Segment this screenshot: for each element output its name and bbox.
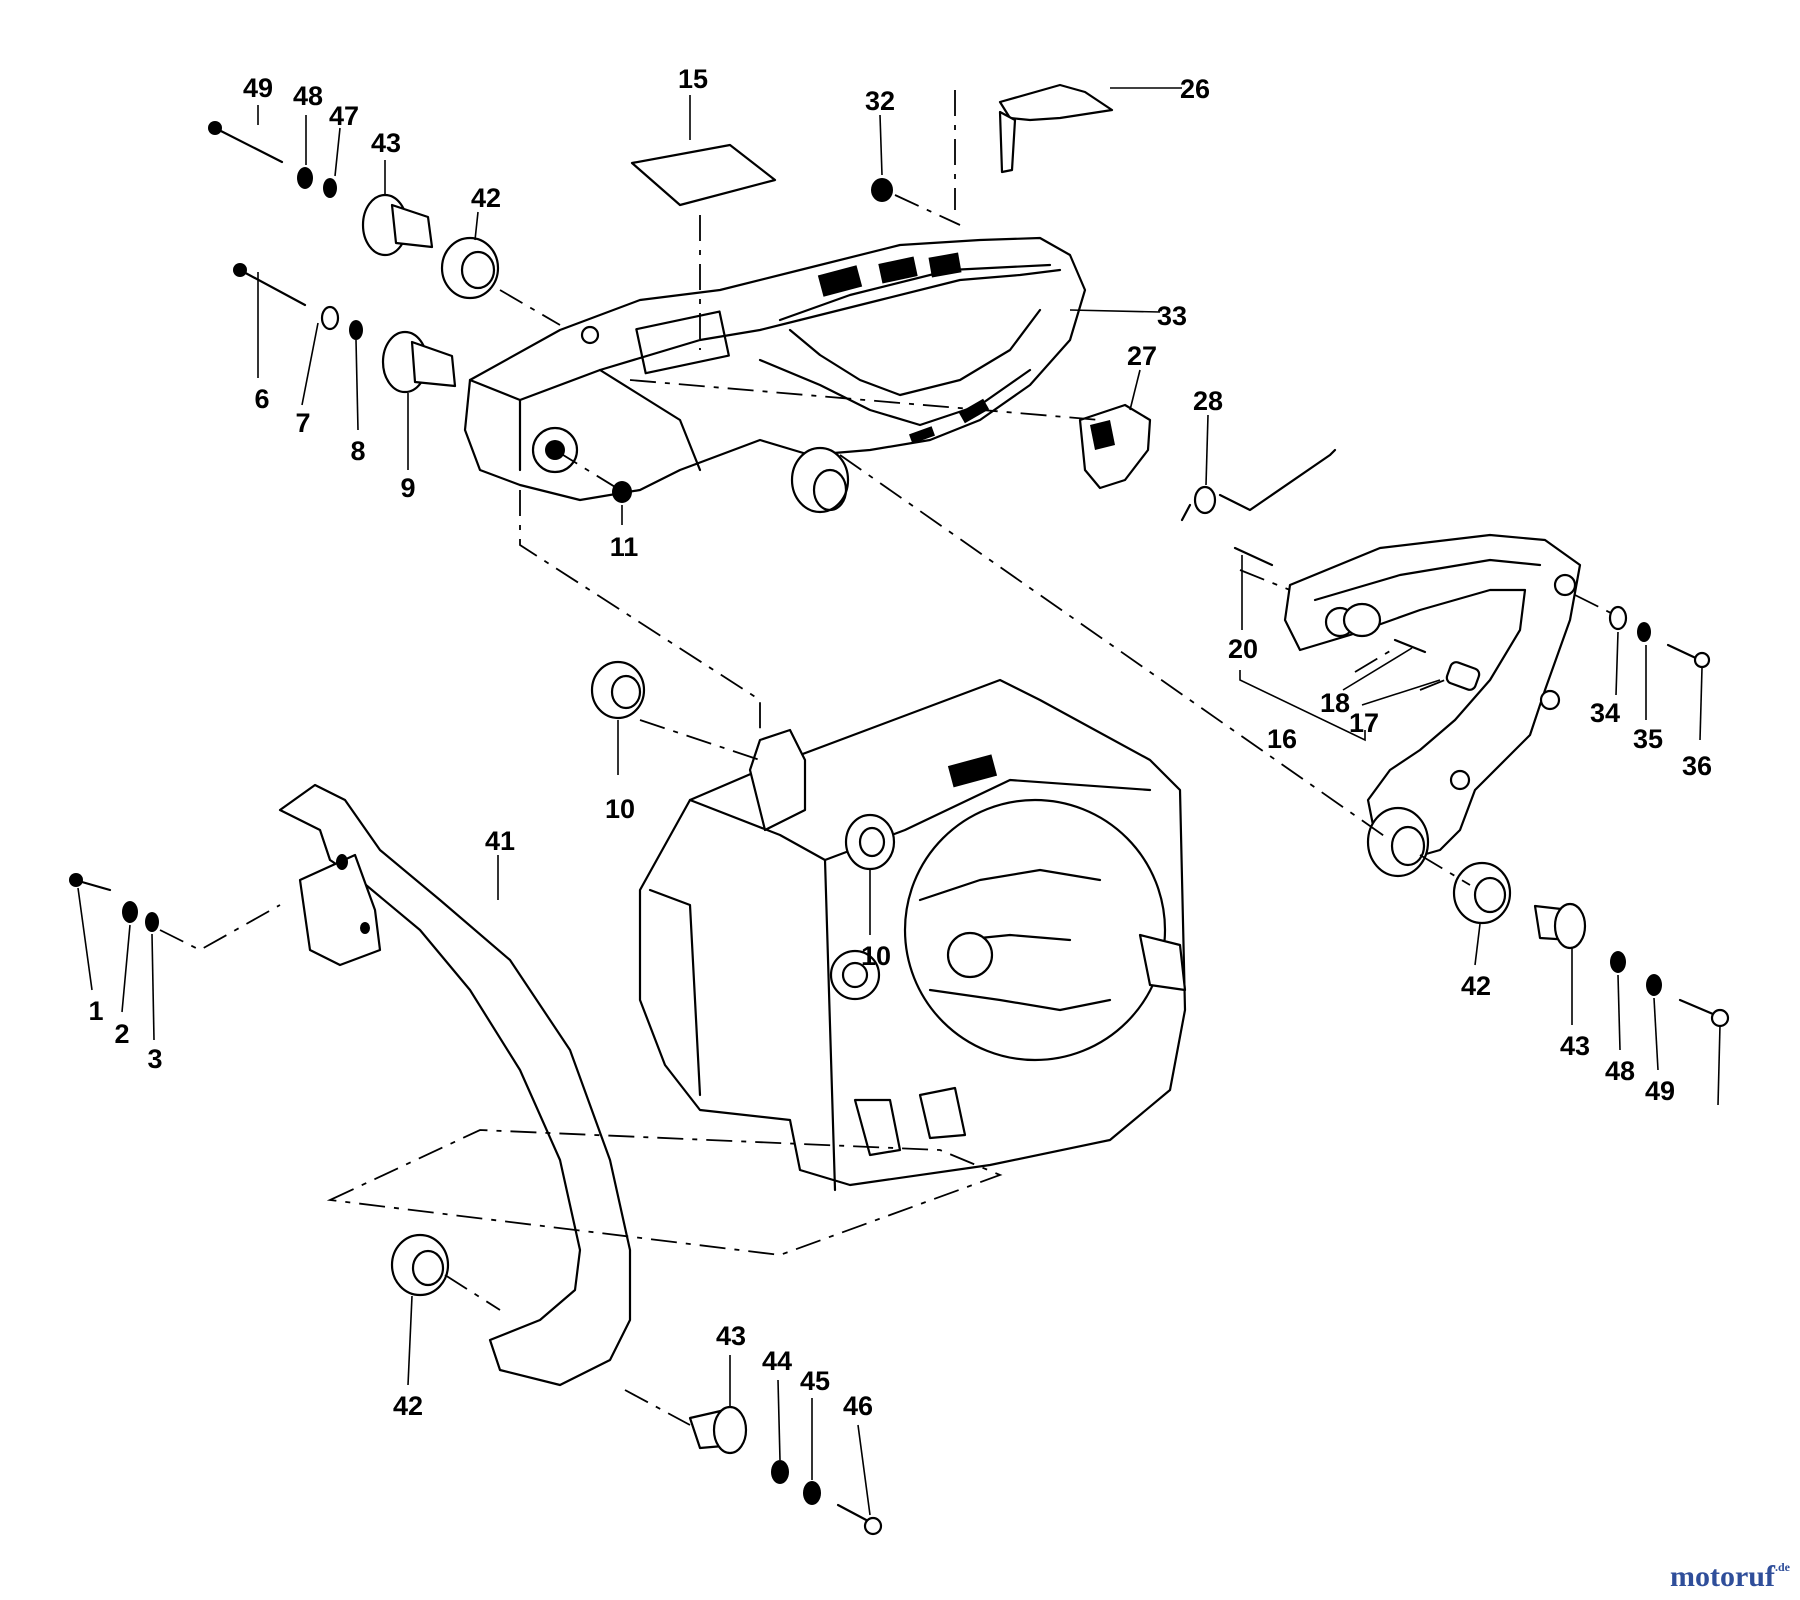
callout-1: 1 bbox=[88, 996, 103, 1026]
decal-15 bbox=[630, 143, 777, 207]
front-handle-bracket bbox=[1283, 533, 1582, 878]
assembly-lines bbox=[159, 90, 1616, 1426]
callout-3: 3 bbox=[147, 1044, 162, 1074]
callout-42-right: 42 bbox=[1461, 971, 1491, 1001]
callout-47-right: 48 bbox=[1605, 1056, 1635, 1086]
callout-42-lower: 42 bbox=[393, 1391, 423, 1421]
front-guard-bar-41 bbox=[278, 783, 632, 1387]
callout-8: 8 bbox=[350, 436, 365, 466]
callout-6: 6 bbox=[254, 384, 269, 414]
watermark-logo: motoruf.de bbox=[1670, 1560, 1790, 1594]
callout-labels: 49 48 47 43 42 15 32 26 33 27 28 6 7 8 9… bbox=[88, 64, 1712, 1421]
callout-33: 33 bbox=[1157, 301, 1187, 331]
callout-18: 18 bbox=[1320, 688, 1350, 718]
callout-49: 49 bbox=[243, 73, 273, 103]
watermark-tld: .de bbox=[1775, 1560, 1790, 1574]
callout-45: 45 bbox=[800, 1366, 830, 1396]
rubber-mount-10-top bbox=[590, 660, 646, 720]
callout-41: 41 bbox=[485, 826, 515, 856]
small-parts-right bbox=[1233, 546, 1730, 1028]
callout-10-top: 10 bbox=[605, 794, 635, 824]
callout-44: 44 bbox=[762, 1346, 792, 1376]
spring-28 bbox=[1180, 448, 1337, 522]
callout-34: 34 bbox=[1590, 698, 1620, 728]
callout-46: 46 bbox=[843, 1391, 873, 1421]
callout-9: 9 bbox=[400, 473, 415, 503]
callout-43: 43 bbox=[371, 128, 401, 158]
callout-43-right: 43 bbox=[1560, 1031, 1590, 1061]
callout-32: 32 bbox=[865, 86, 895, 116]
small-parts-lower-left bbox=[69, 873, 883, 1536]
callout-17: 17 bbox=[1349, 708, 1379, 738]
leader-lines bbox=[77, 87, 1721, 1516]
callout-16: 16 bbox=[1267, 724, 1297, 754]
callout-48: 48 bbox=[293, 81, 323, 111]
callout-35: 35 bbox=[1633, 724, 1663, 754]
callout-43-lower: 43 bbox=[716, 1321, 746, 1351]
callout-27: 27 bbox=[1127, 341, 1157, 371]
callout-20: 20 bbox=[1228, 634, 1258, 664]
callout-11: 11 bbox=[610, 532, 639, 562]
callout-47: 47 bbox=[329, 101, 359, 131]
callout-36: 36 bbox=[1682, 751, 1712, 781]
callout-48-right: 49 bbox=[1645, 1076, 1675, 1106]
callout-26: 26 bbox=[1180, 74, 1210, 104]
callout-15: 15 bbox=[678, 64, 708, 94]
trigger-lockout-27 bbox=[1078, 403, 1152, 490]
throttle-trigger-26 bbox=[998, 83, 1114, 174]
engine-crankcase bbox=[638, 678, 1187, 1192]
callout-2: 2 bbox=[114, 1019, 129, 1049]
watermark-brand: motoruf bbox=[1670, 1560, 1775, 1593]
callout-10-case: 10 bbox=[861, 941, 891, 971]
callout-42: 42 bbox=[471, 183, 501, 213]
callout-7: 7 bbox=[295, 408, 310, 438]
rear-handle-housing bbox=[463, 236, 1087, 514]
callout-28: 28 bbox=[1193, 386, 1223, 416]
